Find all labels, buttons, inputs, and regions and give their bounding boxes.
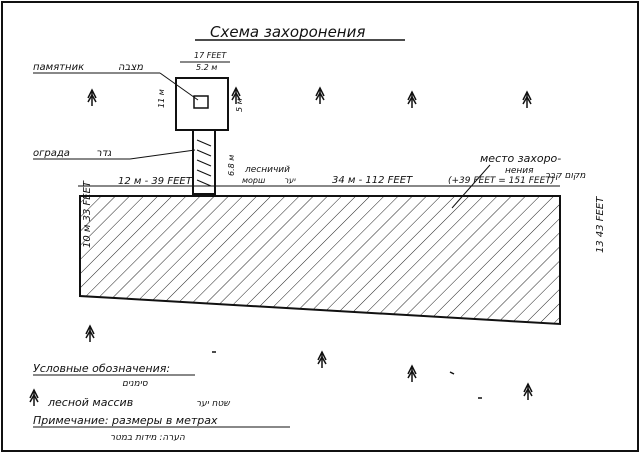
tree-icon xyxy=(315,86,325,104)
tree-icon xyxy=(407,90,417,108)
monument-inner-dim: 5 м xyxy=(235,98,244,112)
legend-note-he: הערה: מידות במטר xyxy=(110,433,185,443)
legend-forest-item-he: שטח יער xyxy=(196,399,230,409)
forest-label-ru2: морш xyxy=(242,176,266,185)
monument-plot xyxy=(175,77,229,131)
left-segment-dim: 12 м - 39 FEET xyxy=(118,176,193,187)
fence-label-he: גדר xyxy=(96,148,111,159)
burial-area xyxy=(79,195,561,326)
tree-icon xyxy=(523,382,533,400)
forest-label-ru: лесничий xyxy=(244,165,290,175)
burial-site-label-ru2: нения xyxy=(505,166,534,176)
path-strip xyxy=(192,129,216,195)
legend-heading-he: סימנים xyxy=(122,379,149,389)
tree-icon xyxy=(85,324,95,342)
right-segment-dim: (+39 FEET = 151 FEET) xyxy=(448,176,554,186)
monument-label-ru: памятник xyxy=(33,62,84,73)
monument-pointer xyxy=(159,72,199,101)
monument-label-he: מצבה xyxy=(118,62,143,73)
monument-width: 5.2 м xyxy=(196,63,217,72)
fence-pointer xyxy=(129,149,196,160)
legend-heading: Условные обозначения: xyxy=(33,362,170,375)
legend-forest-item: лесной массив xyxy=(47,396,133,409)
monument-height: 11 м xyxy=(157,89,166,108)
fence-label-ru: ограда xyxy=(33,148,70,159)
diagram-title: Схема захоронения xyxy=(210,23,365,41)
tree-icon xyxy=(407,364,417,382)
tree-icon xyxy=(522,90,532,108)
monument-stone xyxy=(193,95,209,109)
tree-icon xyxy=(231,86,241,104)
tree-icon xyxy=(29,388,39,406)
middle-segment-dim: 34 м - 112 FEET xyxy=(332,175,413,186)
tree-icon xyxy=(317,350,327,368)
small-marks xyxy=(212,351,482,399)
forest-label-he: יער xyxy=(284,176,297,185)
path-hatching xyxy=(196,139,212,187)
right-side-dim: 13 43 FEET xyxy=(595,196,606,253)
burial-site-label-he: מקום קבר xyxy=(545,171,586,181)
path-length: 6.8 м xyxy=(227,155,236,176)
monument-width-feet: 17 FEET xyxy=(194,51,227,60)
left-side-dim: 10 м 33 FEET xyxy=(82,180,93,248)
legend-note: Примечание: размеры в метрах xyxy=(33,414,218,427)
tree-icon xyxy=(87,88,97,106)
burial-site-label-ru: место захоро- xyxy=(480,152,561,165)
tree-symbols xyxy=(29,86,533,406)
